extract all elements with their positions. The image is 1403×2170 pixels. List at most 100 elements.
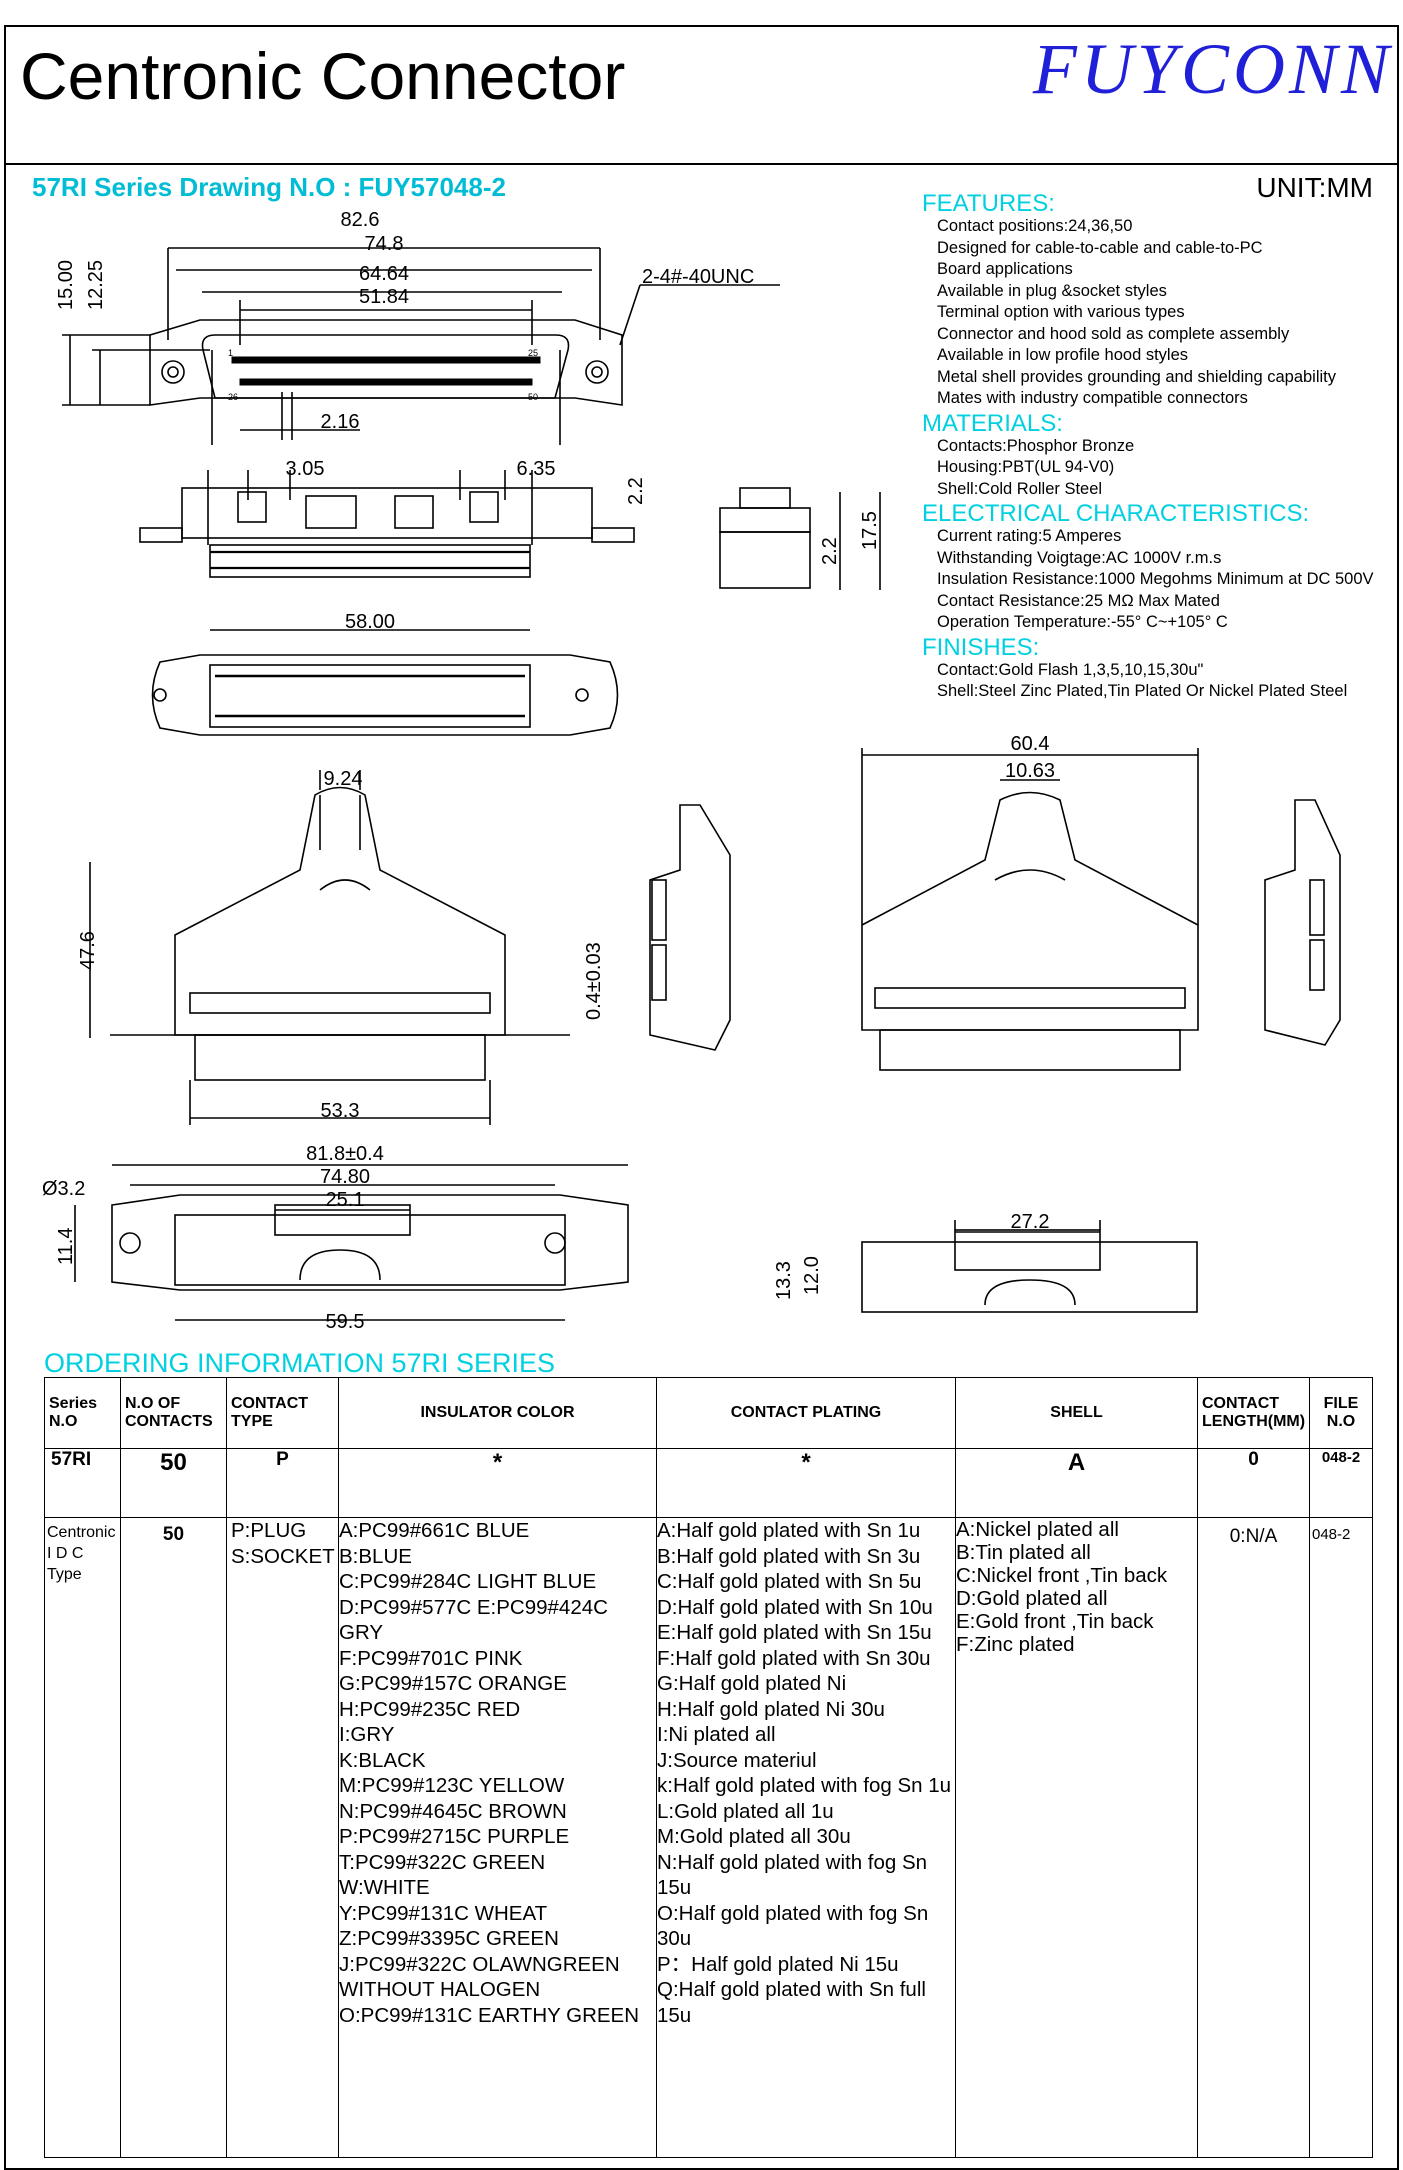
dim-6-35: 6.35 [517,458,556,480]
ordering-title: ORDERING INFORMATION 57RI SERIES [44,1348,556,1378]
header-shell: SHELL [955,1377,1198,1449]
pin-label-50: 50 [528,392,538,402]
pin-label-1: 1 [228,348,233,358]
dim-15-00: 15.00 [55,260,77,310]
profile-view [719,487,881,590]
option-item: L:Gold plated all 1u [657,1799,834,1823]
spec-line: Current rating:5 Amperes [937,527,1122,545]
spec-line: Connector and hood sold as complete asse… [937,324,1290,343]
option-item: Q:Half gold plated with Sn full 15u [657,1978,926,2027]
option-item: H:Half gold plated Ni 30u [657,1697,885,1721]
dim-11-4: 11.4 [55,1228,77,1265]
option-item: D:Gold plated all [956,1587,1108,1610]
drawing-frame [4,25,1399,2170]
code-plating: * [656,1448,956,1518]
option-item: K:BLACK [339,1748,426,1772]
code-contact-type: P [226,1448,339,1518]
spec-line: Insulation Resistance:1000 Megohms Minim… [937,570,1374,588]
dim-58-00: 58.00 [345,611,395,633]
option-item: k:Half gold plated with fog Sn 1u [657,1774,952,1797]
dim-10-63: 10.63 [1005,760,1055,782]
spec-line: Housing:PBT(UL 94-V0) [937,458,1115,476]
option-item: P:PLUG [231,1519,307,1542]
dim-53-3: 53.3 [321,1100,360,1122]
pin-label-26: 26 [228,392,238,402]
code-insulator: * [338,1448,657,1518]
header-insulator-color: INSULATOR COLOR [338,1377,657,1449]
spec-line: Shell:Steel Zinc Plated,Tin Plated Or Ni… [937,682,1348,700]
code-length: 0 [1197,1448,1310,1518]
brand-logo: FUYCONN [1032,29,1393,109]
table-header-row: Series N.O N.O OF CONTACTS CONTACT TYPE … [44,1377,1373,1449]
header-contact-type: CONTACT TYPE [226,1377,339,1449]
spec-line: Available in plug &socket styles [937,281,1167,300]
code-series: 57RI [44,1448,121,1518]
option-item: T:PC99#322C GREEN [339,1850,546,1874]
option-item: O:Half gold plated with fog Sn 30u [657,1901,929,1951]
dim-3-05: 3.05 [286,458,325,480]
dim-12-0: 12.0 [801,1256,823,1295]
header-contacts: N.O OF CONTACTS [120,1377,227,1449]
value-contacts: 50 [120,1517,227,2158]
pin-label-25: 25 [528,348,538,358]
spec-line: Contact Resistance:25 MΩ Max Mated [937,591,1220,610]
value-length: 0:N/A [1197,1517,1310,2158]
dim-74-80: 74.80 [320,1166,370,1188]
option-item: N:Half gold plated with fog Sn 15u [657,1850,928,1900]
header-contact-length: CONTACT LENGTH(MM) [1197,1377,1310,1449]
option-item: M:Gold plated all 30u [657,1825,851,1848]
hood-front-view [89,770,570,1125]
dim-51-84: 51.84 [359,286,409,308]
option-item: P:PC99#2715C PURPLE [339,1825,570,1848]
dim-dia-3-2: Ø3.2 [42,1178,85,1200]
option-item: B:BLUE [339,1544,412,1568]
option-item: F:PC99#701C PINK [339,1646,523,1670]
option-item: D:PC99#577C E:PC99#424C GRY [339,1595,608,1645]
ordering-table: Series N.O N.O OF CONTACTS CONTACT TYPE … [44,1377,1373,2158]
spec-line: Withstanding Voigtage:AC 1000V r.m.s [937,548,1222,567]
spec-line: Metal shell provides grounding and shiel… [937,367,1336,386]
spec-line: Terminal option with various types [937,303,1185,321]
finishes-heading: FINISHES: [922,633,1040,661]
option-item: E:Half gold plated with Sn 15u [657,1621,932,1644]
option-item: I:GRY [339,1723,395,1746]
dim-12-25: 12.25 [85,260,107,310]
dim-81-8: 81.8±0.4 [306,1143,384,1165]
option-item: H:PC99#235C RED [339,1697,521,1721]
unit-label: UNIT:MM [1256,172,1373,203]
series-drawing-number: 57RI Series Drawing N.O : FUY57048-2 [32,172,506,202]
dim-64-64: 64.64 [359,263,409,285]
option-item: F:Half gold plated with Sn 30u [657,1646,931,1670]
dim-47-6: 47.6 [77,931,99,970]
option-item: C:Half gold plated with Sn 5u [657,1570,922,1593]
dim-27-2: 27.2 [1011,1211,1050,1233]
dim-74-8: 74.8 [365,233,404,255]
spec-line: Shell:Cold Roller Steel [937,479,1103,498]
spec-line: Contacts:Phosphor Bronze [937,436,1135,455]
table-row-codes: 57RI 50 P * * A 0 048-2 [44,1448,1373,1518]
option-item: A:Nickel plated all [956,1518,1119,1541]
option-item: W:WHITE [339,1876,430,1899]
dim-2-2-b: 2.2 [819,537,841,565]
option-item: Y:PC99#131C WHEAT [339,1901,548,1925]
header-series: Series N.O [44,1377,121,1449]
dim-0-4: 0.4±0.03 [583,942,605,1020]
features-heading: FEATURES: [922,190,1055,217]
code-contacts: 50 [120,1448,227,1518]
option-item: B:Tin plated all [956,1541,1091,1564]
dim-25-1: 25.1 [326,1189,365,1211]
spec-line: Mates with industry compatible connector… [937,389,1248,407]
spec-line: Available in low profile hood styles [937,346,1189,364]
option-item: A:Half gold plated with Sn 1u [657,1519,921,1542]
option-item: P：Half gold plated Ni 15u [657,1952,899,1976]
dim-59-5: 59.5 [326,1311,365,1333]
dim-13-3: 13.3 [773,1261,795,1300]
header-contact-plating: CONTACT PLATING [656,1377,956,1449]
bottom-view [151,654,619,736]
spec-line: Contact:Gold Flash 1,3,5,10,15,30u" [937,660,1204,679]
